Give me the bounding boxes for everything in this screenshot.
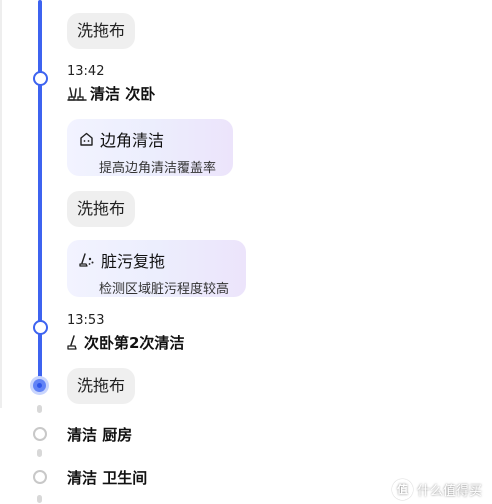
pending-step-kitchen: 清洁 厨房 (67, 426, 133, 444)
step-time: 13:53 (67, 313, 105, 328)
pending-node (33, 470, 47, 484)
mop-icon (67, 334, 81, 351)
step-title: 次卧第2次清洁 (67, 332, 184, 353)
watermark-text: 什么值得买 (416, 484, 482, 499)
timeline-node (33, 71, 48, 86)
step-title: 清洁 次卧 (67, 83, 155, 104)
step-title-text: 次卧第2次清洁 (84, 334, 185, 352)
mop-cleaning-icon (67, 86, 87, 102)
left-edge-divider (0, 0, 2, 408)
current-step-node (33, 379, 46, 392)
dirt-remop-card: 脏污复拖 检测区域脏污程度较高 (67, 240, 246, 297)
pending-connector (37, 449, 42, 457)
timeline-node (33, 320, 48, 335)
watermark-logo: 值 (391, 479, 413, 500)
pending-step-bathroom: 清洁 卫生间 (67, 469, 148, 487)
wash-mop-chip: 洗拖布 (67, 13, 136, 49)
step-time: 13:42 (67, 64, 105, 79)
timeline-progress-line (38, 0, 42, 385)
card-title: 边角清洁 (100, 131, 165, 150)
step-title-text: 清洁 次卧 (90, 85, 156, 103)
pending-connector (37, 495, 42, 503)
card-title: 脏污复拖 (101, 252, 166, 271)
card-description: 检测区域脏污程度较高 (99, 282, 230, 297)
wash-mop-chip: 洗拖布 (67, 191, 136, 227)
corner-house-icon (79, 132, 94, 147)
current-wash-mop-chip: 洗拖布 (67, 368, 136, 404)
watermark: 值 什么值得买 (391, 479, 482, 500)
dirty-mop-icon (79, 252, 95, 268)
pending-connector (37, 405, 42, 413)
edge-cleaning-card: 边角清洁 提高边角清洁覆盖率 (67, 119, 233, 176)
card-description: 提高边角清洁覆盖率 (99, 161, 217, 176)
pending-node (33, 427, 47, 441)
